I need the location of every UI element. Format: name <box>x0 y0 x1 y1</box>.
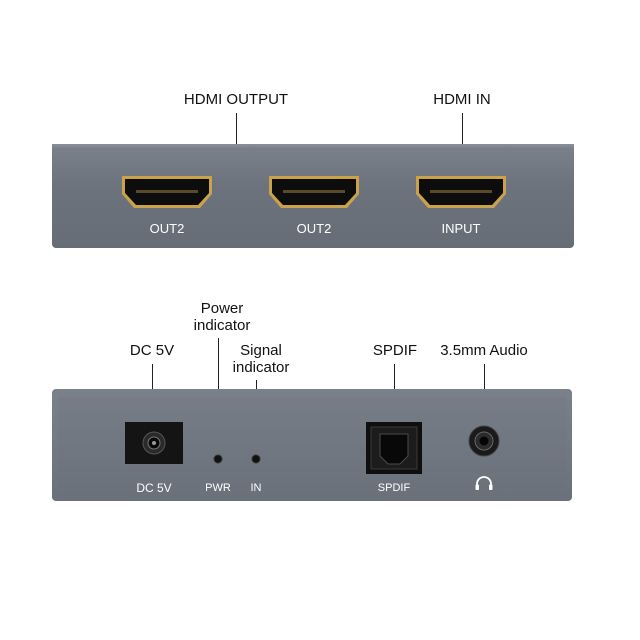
spdif-label: SPDIF <box>377 482 411 494</box>
input-label: INPUT <box>441 221 481 236</box>
audio-35-callout: 3.5mm Audio <box>440 342 528 359</box>
signal-indicator-callout: Signal indicator <box>232 342 290 376</box>
out2-label-a: OUT2 <box>149 221 185 236</box>
out2-label-b: OUT2 <box>296 221 332 236</box>
dc-5v-label: DC 5V <box>136 481 172 495</box>
hdmi-output-callout: HDMI OUTPUT <box>183 91 289 108</box>
dc-power-jack[interactable] <box>125 422 183 464</box>
audio-jack[interactable] <box>468 425 500 457</box>
rear-panel: DC 5V PWR IN SPDIF <box>52 389 572 501</box>
in-label: IN <box>250 482 262 494</box>
hdmi-in-leader <box>462 113 463 174</box>
front-panel: OUT2 OUT2 INPUT <box>52 144 574 248</box>
hdmi-port-out2-b[interactable] <box>267 174 361 210</box>
power-indicator-callout: Power indicator <box>193 300 251 334</box>
headphone-icon <box>475 476 493 490</box>
hdmi-port-input[interactable] <box>414 174 508 210</box>
front-panel-edge <box>52 144 574 150</box>
hdmi-in-callout: HDMI IN <box>433 91 491 108</box>
hdmi-port-out2-a[interactable] <box>120 174 214 210</box>
spdif-optical-port[interactable] <box>366 422 422 474</box>
hdmi-output-leader <box>236 113 237 148</box>
signal-led <box>251 454 261 464</box>
dc-5v-callout: DC 5V <box>129 342 175 359</box>
pwr-label: PWR <box>205 482 231 494</box>
spdif-callout: SPDIF <box>372 342 418 359</box>
power-led <box>213 454 223 464</box>
